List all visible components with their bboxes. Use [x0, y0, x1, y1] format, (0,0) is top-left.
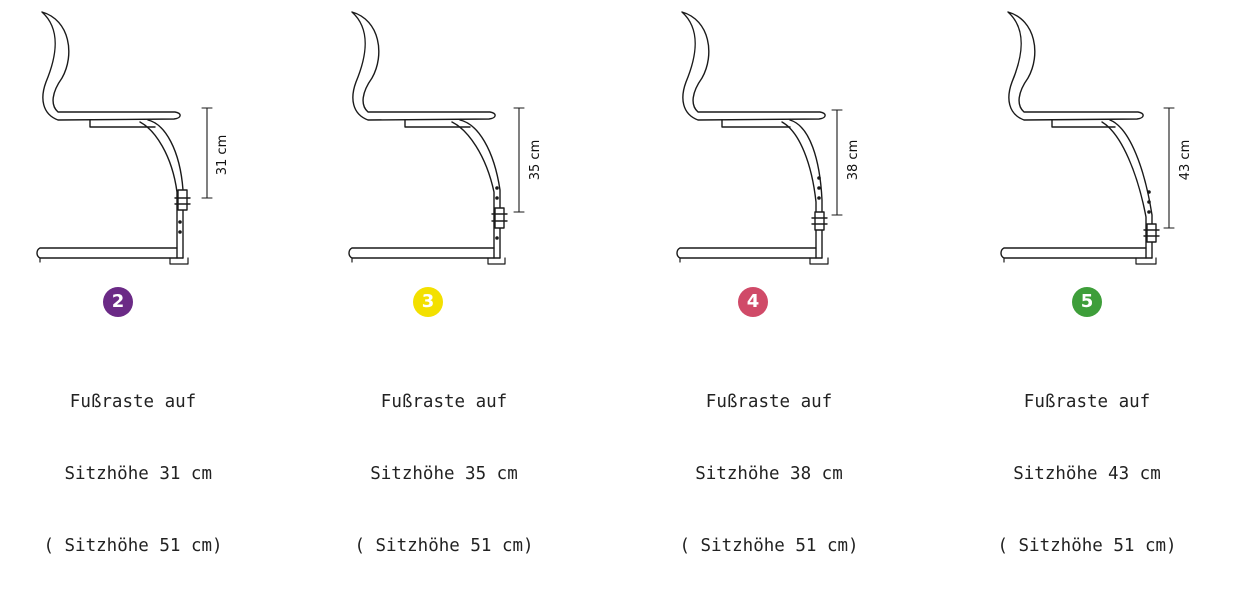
caption-3-line1: Fußraste auf [705, 392, 833, 412]
caption-2-line3: ( Sitzhöhe 51 cm) [354, 536, 534, 556]
badge-2: 3 [413, 287, 443, 317]
badge-1: 2 [103, 287, 133, 317]
chair-panel-1: 31 cm 2 Fußraste auf Sitzhöhe 31 cm ( Si… [0, 0, 300, 556]
caption-1-line3: ( Sitzhöhe 51 cm) [43, 536, 223, 556]
caption-1: Fußraste auf Sitzhöhe 31 cm ( Sitzhöhe 5… [0, 342, 283, 606]
chair-panel-3: 38 cm 4 Fußraste auf Sitzhöhe 38 cm ( Si… [640, 0, 940, 556]
height-label-3: 38 cm [846, 140, 861, 181]
chair-panel-4: 43 cm 5 Fußraste auf Sitzhöhe 43 cm ( Si… [960, 0, 1235, 556]
caption-4-line1: Fußraste auf [1023, 392, 1151, 412]
height-label-2: 35 cm [528, 140, 543, 181]
height-label-1: 31 cm [215, 135, 230, 176]
caption-2-line1: Fußraste auf [380, 392, 508, 412]
chair-drawing-1: 31 cm [36, 11, 230, 265]
caption-2: Fußraste auf Sitzhöhe 35 cm ( Sitzhöhe 5… [294, 342, 594, 606]
badge-4: 5 [1072, 287, 1102, 317]
caption-3-line3: ( Sitzhöhe 51 cm) [679, 536, 859, 556]
caption-1-line2: Sitzhöhe 31 cm [53, 464, 213, 484]
chair-drawing-4: 43 cm [1000, 11, 1193, 265]
caption-1-line1: Fußraste auf [69, 392, 197, 412]
chair-panel-2: 35 cm 3 Fußraste auf Sitzhöhe 35 cm ( Si… [310, 0, 610, 556]
badge-3: 4 [738, 287, 768, 317]
caption-3: Fußraste auf Sitzhöhe 38 cm ( Sitzhöhe 5… [619, 342, 919, 606]
chair-drawing-2: 35 cm [348, 11, 543, 265]
caption-4: Fußraste auf Sitzhöhe 43 cm ( Sitzhöhe 5… [937, 342, 1235, 606]
caption-4-line3: ( Sitzhöhe 51 cm) [997, 536, 1177, 556]
caption-3-line2: Sitzhöhe 38 cm [695, 464, 843, 484]
height-label-4: 43 cm [1178, 140, 1193, 181]
caption-2-line2: Sitzhöhe 35 cm [370, 464, 518, 484]
chair-drawing-3: 38 cm [676, 11, 861, 265]
caption-4-line2: Sitzhöhe 43 cm [1013, 464, 1161, 484]
